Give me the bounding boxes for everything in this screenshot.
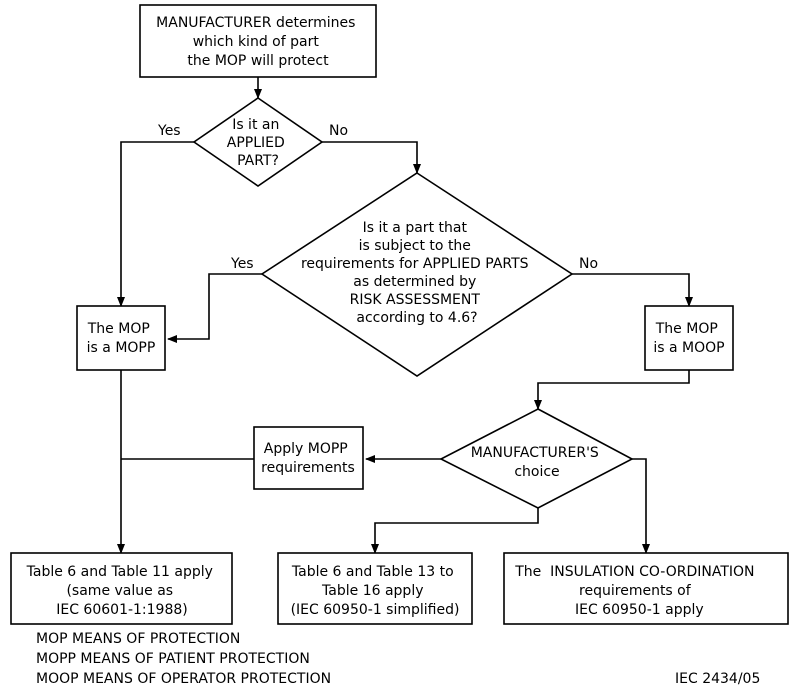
legend-moop: MOOP MEANS OF OPERATOR PROTECTION — [36, 671, 332, 687]
apply-mopp-text: Apply MOPP requirements — [261, 441, 355, 476]
result-left-text: Table 6 and Table 11 apply (same value a… — [26, 564, 218, 618]
apply-mopp-box — [253, 426, 364, 490]
decision-applied-part — [192, 97, 324, 187]
legend-mopp: MOPP MEANS OF PATIENT PROTECTION — [36, 651, 310, 667]
mopp-text: The MOP is a MOPP — [87, 321, 156, 356]
edge-choice-to-result-mid — [371, 508, 539, 554]
result-right-text: The INSULATION CO-ORDINATION requirement… — [514, 564, 777, 618]
result-mid-box — [277, 552, 473, 625]
edge-label-applied-no: No — [329, 123, 348, 139]
decision-subject-text: Is it a part that is subject to the requ… — [301, 220, 533, 326]
moop-text: The MOP is a MOOP — [653, 321, 724, 356]
result-right-box — [503, 552, 789, 625]
decision-subject-to-requirements — [260, 172, 574, 377]
edge-subject-yes-to-mopp — [167, 273, 262, 343]
connectors — [117, 77, 693, 554]
mopp-box — [76, 305, 166, 371]
edge-applied-yes-to-mopp — [117, 141, 194, 307]
edge-choice-to-result-right — [632, 458, 650, 554]
edge-applied-no-to-subject — [322, 141, 421, 174]
legend-mop: MOP MEANS OF PROTECTION — [36, 631, 241, 647]
edge-label-subject-yes: Yes — [230, 256, 254, 272]
choice-text: MANUFACTURER'S choice — [471, 445, 604, 480]
edge-label-subject-no: No — [579, 256, 598, 272]
edge-subject-no-to-moop — [572, 273, 693, 307]
start-box — [139, 4, 377, 78]
start-text: MANUFACTURER determines which kind of pa… — [156, 15, 360, 69]
moop-box — [644, 305, 734, 371]
decision-manufacturer-choice — [439, 408, 634, 509]
result-mid-text: Table 6 and Table 13 to Table 16 apply (… — [291, 564, 460, 618]
edge-label-applied-yes: Yes — [157, 123, 181, 139]
figure-id: IEC 2434/05 — [675, 671, 761, 687]
edge-moop-to-choice — [534, 370, 690, 410]
decision-applied-text: Is it an APPLIED PART? — [227, 117, 289, 169]
result-left-box — [10, 552, 233, 625]
